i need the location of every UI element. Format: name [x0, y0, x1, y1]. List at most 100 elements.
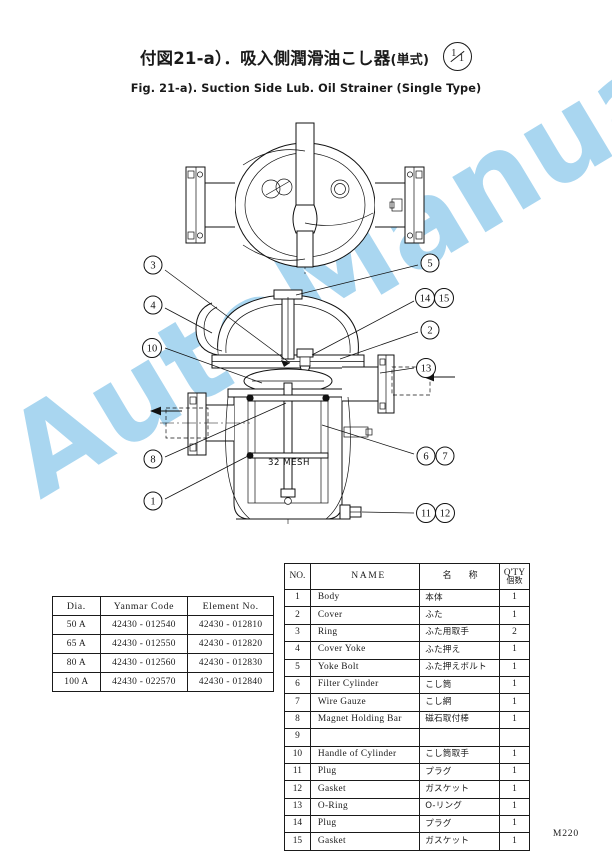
callout-7: 7 [442, 452, 447, 463]
parts-list-table: NO. NAME 名 称 Q'TY 個数 1 Body 本体 1 2 [284, 563, 531, 851]
table-header-row: Dia. Yanmar Code Element No. [52, 596, 274, 616]
parts-cell-no: 11 [284, 762, 311, 782]
parts-cell-name-jp: こし筒 [419, 675, 500, 695]
yanmar-code-table-container: Dia. Yanmar Code Element No. 50 A 42430 … [52, 596, 274, 692]
parts-cell-name-jp: ふた押えボルト [419, 658, 500, 677]
parts-cell-qty: 1 [498, 710, 531, 730]
table-row: 6 Filter Cylinder こし筒 1 [284, 675, 531, 695]
dim-cell-code: 42430 - 012540 [99, 615, 189, 635]
callout-group: 3 4 10 8 1 5 14 15 2 13 [142, 253, 455, 523]
parts-cell-name: Filter Cylinder [309, 675, 421, 695]
callout-2: 2 [427, 326, 432, 337]
parts-cell-name: Cover Yoke [309, 641, 421, 660]
parts-cell-qty: 1 [498, 675, 531, 695]
parts-cell-name-jp: こし網 [419, 693, 500, 712]
parts-cell-no: 14 [284, 815, 311, 834]
strainer-assembly-drawing: 32 MESH 3 4 10 8 1 5 14 15 [142, 122, 455, 525]
parts-cell-no: 1 [284, 588, 311, 608]
parts-cell-name: Plug [309, 762, 421, 782]
parts-header-qty: Q'TY 個数 [498, 563, 531, 590]
yanmar-code-table: Dia. Yanmar Code Element No. 50 A 42430 … [52, 596, 274, 692]
table-row: 3 Ring ふた用取手 2 [284, 623, 531, 643]
table-row: 80 A 42430 - 012560 42430 - 012830 [52, 653, 274, 673]
dim-cell-dia: 80 A [52, 653, 101, 673]
dim-cell-element: 42430 - 012810 [187, 615, 274, 635]
parts-cell-name: O-Ring [309, 797, 421, 817]
table-row: 5 Yoke Bolt ふた押えボルト 1 [284, 658, 531, 677]
table-row: 2 Cover ふた 1 [284, 606, 531, 625]
parts-cell-qty: 1 [498, 641, 531, 660]
table-header-row: NO. NAME 名 称 Q'TY 個数 [284, 563, 531, 590]
parts-cell-name-jp: O-リング [419, 797, 500, 817]
callout-6: 6 [423, 452, 428, 463]
parts-cell-qty: 1 [498, 588, 531, 608]
title-japanese-suffix: (単式) [390, 52, 430, 68]
dim-cell-dia: 65 A [52, 634, 101, 654]
parts-cell-qty: 1 [498, 815, 531, 834]
parts-cell-no: 7 [284, 693, 311, 712]
parts-cell-name: Gasket [309, 832, 421, 851]
parts-cell-name: Wire Gauze [309, 693, 421, 712]
page-header: 付図21-a）．吸入側潤滑油こし器(単式) 1 1 Fig. 21-a). Su… [0, 42, 612, 95]
parts-cell-no: 8 [284, 710, 311, 730]
table-row: 50 A 42430 - 012540 42430 - 012810 [52, 615, 274, 635]
table-row: 12 Gasket ガスケット 1 [284, 780, 531, 799]
table-row: 15 Gasket ガスケット 1 [284, 832, 531, 851]
flow-arrow-left [150, 406, 182, 416]
parts-cell-qty: 1 [498, 762, 531, 782]
scale-numerator: 1 [451, 47, 457, 59]
parts-cell-no: 2 [284, 606, 311, 625]
table-row: 65 A 42430 - 012550 42430 - 012820 [52, 634, 274, 654]
scale-denominator: 1 [458, 53, 465, 64]
parts-header-name: NAME [309, 563, 421, 590]
parts-cell-name: Yoke Bolt [309, 658, 421, 677]
callout-5: 5 [427, 259, 432, 270]
parts-cell-no: 13 [284, 797, 311, 817]
parts-cell-name-jp: ふた [419, 606, 500, 625]
parts-cell-name: Plug [309, 815, 421, 834]
parts-cell-name-jp: 磁石取付棒 [419, 710, 500, 730]
title-japanese-main: 付図21-a）．吸入側潤滑油こし器 [139, 48, 391, 68]
parts-cell-name: Gasket [309, 780, 421, 799]
table-row: 1 Body 本体 1 [284, 588, 531, 608]
table-row: 14 Plug プラグ 1 [284, 815, 531, 834]
table-row: 100 A 42430 - 022570 42430 - 012840 [52, 672, 274, 692]
parts-cell-qty: 1 [498, 780, 531, 799]
callout-4: 4 [150, 301, 156, 312]
callout-13: 13 [421, 364, 432, 375]
dim-cell-dia: 50 A [52, 615, 101, 635]
parts-cell-name: Handle of Cylinder [309, 745, 421, 764]
parts-cell-no: 5 [284, 658, 311, 677]
parts-header-qty-jp: 個数 [506, 576, 523, 586]
drain-plug-detail [339, 504, 362, 520]
callout-14: 14 [420, 294, 431, 305]
page-title-japanese: 付図21-a）．吸入側潤滑油こし器(単式) [140, 45, 429, 69]
parts-cell-qty: 1 [498, 606, 531, 625]
parts-cell-qty: 1 [498, 797, 531, 817]
parts-cell-qty: 1 [498, 745, 531, 764]
dim-cell-code: 42430 - 012550 [99, 634, 189, 654]
parts-cell-qty: 2 [498, 623, 531, 643]
mesh-label: 32 MESH [268, 458, 310, 468]
parts-cell-name-jp: プラグ [419, 762, 500, 782]
parts-cell-qty: 1 [498, 658, 531, 677]
parts-cell-no: 15 [284, 832, 311, 851]
dim-cell-element: 42430 - 012830 [187, 653, 274, 673]
plan-view [185, 122, 425, 275]
dim-cell-code: 42430 - 022570 [99, 672, 189, 692]
callout-1: 1 [150, 497, 155, 508]
parts-cell-no: 9 [284, 728, 311, 747]
page-footer-code: M220 [552, 828, 579, 839]
parts-list-table-container: NO. NAME 名 称 Q'TY 個数 1 Body 本体 1 2 [284, 563, 531, 851]
dim-cell-element: 42430 - 012840 [187, 672, 274, 692]
parts-cell-qty: 1 [498, 693, 531, 712]
parts-cell-name: Cover [309, 606, 421, 625]
parts-cell-qty [498, 728, 531, 747]
parts-cell-qty: 1 [498, 832, 531, 851]
parts-header-name-jp: 名 称 [419, 563, 500, 590]
table-row: 13 O-Ring O-リング 1 [284, 797, 531, 817]
dim-header-code: Yanmar Code [99, 596, 189, 616]
callout-15: 15 [439, 294, 450, 305]
table-row: 8 Magnet Holding Bar 磁石取付棒 1 [284, 710, 531, 730]
parts-cell-name: Body [309, 588, 421, 608]
